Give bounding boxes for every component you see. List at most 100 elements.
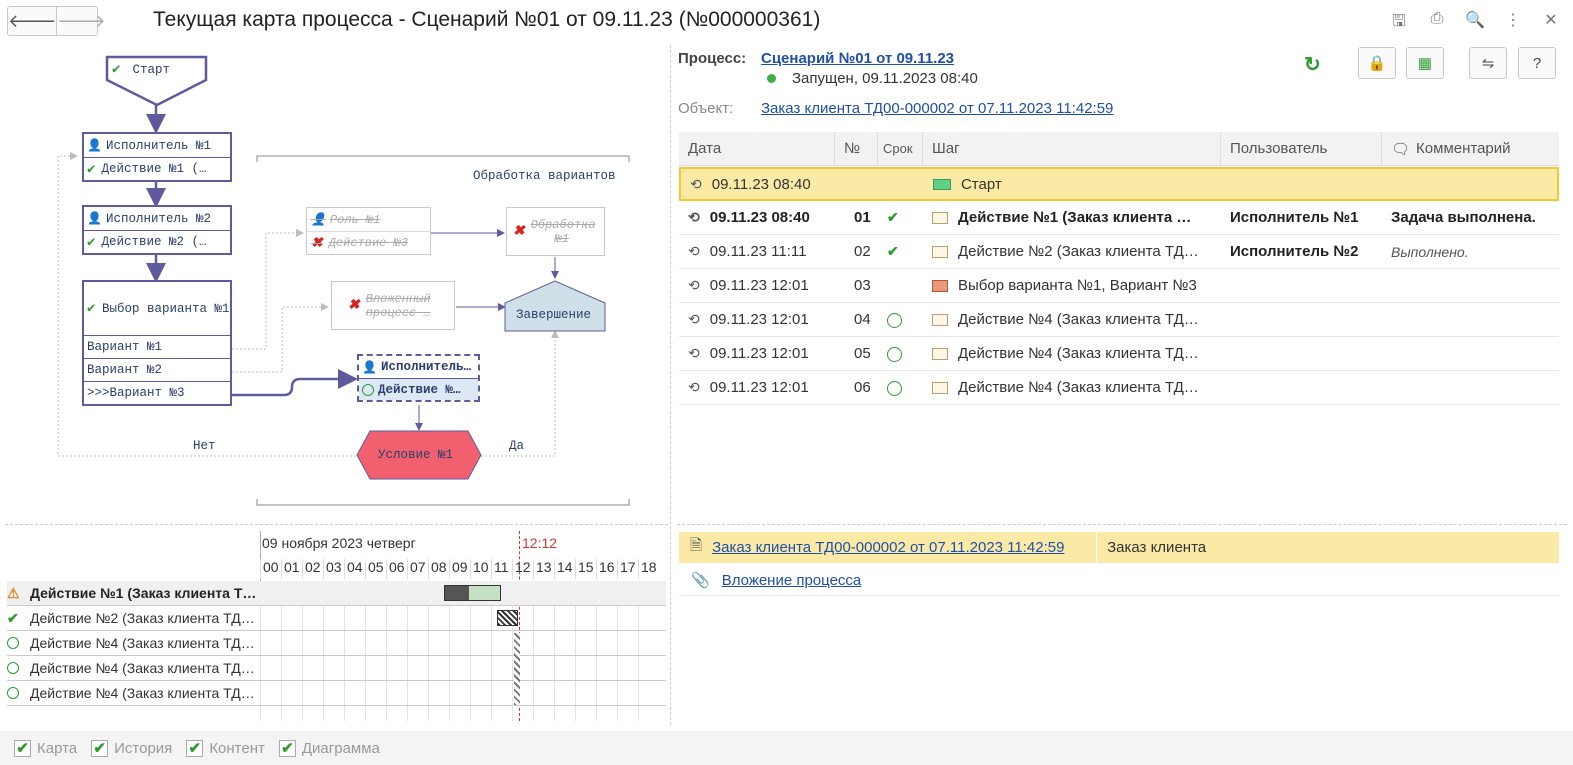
history-icon: ⟲ — [688, 345, 700, 361]
pending-icon — [7, 637, 19, 649]
gantt-now-label: 12:12 — [522, 535, 558, 551]
process-label: Процесс: — [678, 50, 747, 67]
access-button[interactable]: 🔒 — [1358, 47, 1396, 79]
action-node-2[interactable]: 👤Исполнитель №2 ✔Действие №2 (… — [82, 205, 232, 255]
check-icon: ✔ — [887, 209, 899, 225]
col-number[interactable]: № — [835, 132, 878, 165]
gantt-bar-action-4[interactable] — [514, 633, 520, 705]
start-label: Старт — [132, 63, 170, 77]
col-comment[interactable]: 🗨Комментарий — [1391, 140, 1511, 158]
history-icon: ⟲ — [688, 209, 700, 225]
save-icon[interactable]: 🖫 — [1392, 13, 1406, 30]
gantt-date-label: 09 ноября 2023 четверг — [262, 535, 416, 551]
col-step[interactable]: Шаг — [923, 132, 1221, 165]
condition-label[interactable]: Условие №1 — [378, 448, 454, 462]
table-row[interactable]: ⟲09.11.23 12:01 06 Действие №4 (Заказ кл… — [679, 371, 1559, 405]
gantt-hour-cell: 00 — [260, 559, 281, 579]
gantt-bar-action-1[interactable] — [444, 585, 501, 601]
gantt-row[interactable]: ⚠Действие №1 (Заказ клиента Т… — [7, 581, 666, 606]
left-horizontal-splitter[interactable] — [5, 524, 668, 525]
yes-label: Да — [509, 439, 525, 453]
content-row[interactable]: 📎 Вложение процесса — [679, 565, 1559, 596]
back-button[interactable]: 🡐 — [8, 10, 57, 31]
right-horizontal-splitter[interactable] — [677, 524, 1567, 525]
warning-icon: ⚠ — [7, 584, 20, 601]
more-icon[interactable]: ⋮ — [1505, 12, 1521, 29]
table-row[interactable]: ⟲09.11.23 12:01 05 Действие №4 (Заказ кл… — [679, 337, 1559, 371]
ghost-role-node[interactable]: 👤Роль №1 ✖Действие №3 — [306, 207, 431, 255]
gantt-row[interactable]: Действие №4 (Заказ клиента ТД… — [7, 681, 666, 706]
node2-action: Действие №2 (… — [101, 235, 207, 249]
window-toolbar: 🖫 ⎙ 🔍 ⋮ ✕ — [1389, 10, 1561, 37]
gantt-grid-line — [386, 581, 387, 721]
gantt-hour-cell: 11 — [491, 559, 512, 579]
pending-icon — [887, 380, 902, 396]
variant-1[interactable]: Вариант №1 — [84, 335, 230, 358]
object-label: Объект: — [678, 100, 734, 117]
preview-icon[interactable]: 🔍 — [1465, 12, 1485, 29]
comment-icon: 🗨 — [1391, 140, 1411, 158]
choice-node[interactable]: ✔Выбор варианта №1 Вариант №1 Вариант №2… — [82, 280, 232, 406]
toggle-content[interactable]: ✔Контент — [186, 739, 265, 757]
gantt-grid-line — [449, 581, 450, 721]
gantt-hour-cell: 17 — [617, 559, 638, 579]
cross-icon: ✖ — [513, 224, 525, 240]
node4-role: Исполнитель… — [380, 360, 471, 374]
vertical-splitter[interactable] — [670, 45, 671, 725]
check-icon: ✔ — [7, 609, 19, 626]
variant-2[interactable]: Вариант №2 — [84, 358, 230, 381]
history-table-header: Дата № Срок Шаг Пользователь 🗨Комментари… — [679, 132, 1559, 166]
table-row[interactable]: ⟲09.11.23 11:11 02 ✔ Действие №2 (Заказ … — [679, 235, 1559, 269]
gantt-row[interactable]: Действие №4 (Заказ клиента ТД… — [7, 631, 666, 656]
ghost-nested-node[interactable]: ✖ Вложенный процесс … — [331, 281, 455, 330]
choice-step-icon — [932, 280, 948, 293]
refresh-icon[interactable]: ↻ — [1304, 54, 1321, 76]
process-status: Запущен, 09.11.2023 08:40 — [792, 70, 978, 87]
document-icon: 🗎 — [690, 537, 703, 554]
action-node-1[interactable]: 👤Исполнитель №1 ✔Действие №1 (… — [82, 132, 232, 182]
action-step-icon — [932, 348, 948, 361]
table-row[interactable]: ⟲09.11.23 08:40 01 ✔ Действие №1 (Заказ … — [679, 201, 1559, 235]
finish-label[interactable]: Завершение — [516, 308, 592, 322]
action-step-icon — [932, 246, 948, 259]
user-icon: 👤 — [362, 360, 377, 375]
col-term[interactable]: Срок — [878, 132, 923, 165]
gantt-bar-action-2[interactable] — [497, 610, 518, 626]
process-link[interactable]: Сценарий №01 от 09.11.23 — [761, 50, 955, 67]
object-link[interactable]: Заказ клиента ТД00-000002 от 07.11.2023 … — [761, 100, 1114, 117]
navigation-buttons: 🡐 🡒 — [7, 6, 106, 36]
help-button[interactable]: ? — [1518, 47, 1556, 79]
gantt-grid-line — [491, 581, 492, 721]
table-row[interactable]: ⟲09.11.23 12:01 03 Выбор варианта №1, Ва… — [679, 269, 1559, 303]
pending-icon — [887, 346, 902, 362]
toggle-map[interactable]: ✔Карта — [14, 739, 77, 757]
toggle-history[interactable]: ✔История — [91, 739, 172, 757]
toggle-diagram[interactable]: ✔Диаграмма — [278, 739, 380, 757]
ghost-processing-node[interactable]: ✖ Обработка №1 — [506, 207, 605, 256]
gantt-grid-line — [260, 581, 261, 721]
sliders-icon: ⇋ — [1481, 55, 1495, 72]
print-icon[interactable]: ⎙ — [1430, 10, 1444, 27]
current-action-node[interactable]: 👤Исполнитель… Действие №… — [357, 354, 480, 402]
gantt-row[interactable]: Действие №4 (Заказ клиента ТД… — [7, 656, 666, 681]
col-date[interactable]: Дата — [679, 132, 835, 165]
settings-button[interactable]: ⇋ — [1469, 47, 1507, 79]
gantt-grid-line — [302, 581, 303, 721]
col-user[interactable]: Пользователь — [1221, 132, 1382, 165]
content-row[interactable]: 🗎 Заказ клиента ТД00-000002 от 07.11.202… — [679, 532, 1559, 563]
forward-button[interactable]: 🡒 — [56, 7, 106, 35]
pending-icon — [7, 687, 19, 699]
gantt-hour-cell: 08 — [428, 559, 449, 579]
table-row[interactable]: ⟲09.11.23 12:01 04 Действие №4 (Заказ кл… — [679, 303, 1559, 337]
tasks-button[interactable]: ▦ — [1406, 47, 1444, 79]
table-row[interactable]: ⟲09.11.23 08:40 Старт — [679, 167, 1559, 201]
action-step-icon — [932, 212, 948, 225]
gantt-row[interactable]: ✔Действие №2 (Заказ клиента ТД… — [7, 606, 666, 631]
close-icon[interactable]: ✕ — [1544, 12, 1558, 29]
map-connectors — [57, 55, 630, 506]
action-step-icon — [932, 314, 948, 327]
start-node[interactable]: ✔Старт — [112, 61, 170, 78]
user-icon: 👤 — [311, 213, 326, 227]
gantt-grid-line — [638, 581, 639, 721]
variant-3[interactable]: >>>Вариант №3 — [84, 381, 230, 404]
